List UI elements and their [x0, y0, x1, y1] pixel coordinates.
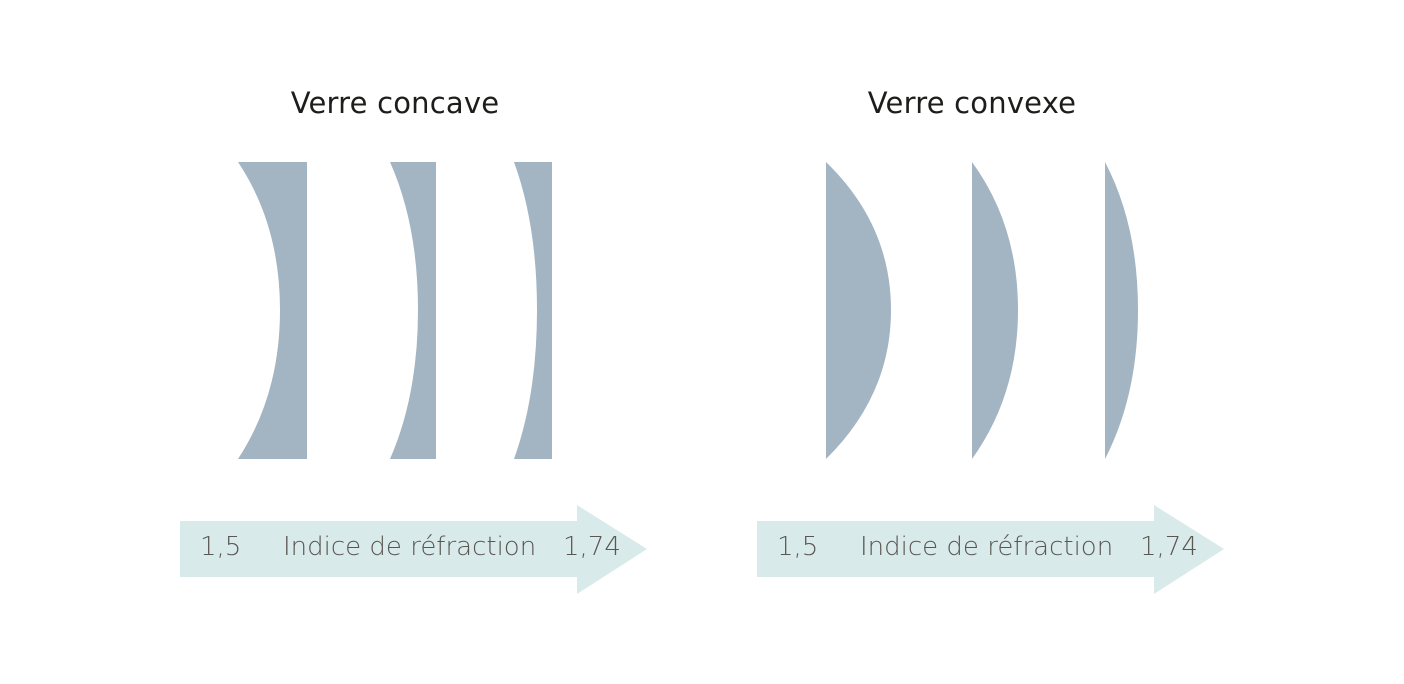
- concave-lens-thick: [238, 162, 307, 459]
- convex-lens-title: Verre convexe: [867, 86, 1077, 120]
- index-axis-label: Indice de réfraction: [860, 532, 1114, 562]
- concave-lens-medium: [390, 162, 436, 459]
- convex-lens-medium: [972, 162, 1018, 459]
- index-start-value: 1,5: [777, 532, 819, 562]
- index-end-value: 1,74: [1140, 532, 1198, 562]
- index-axis-label: Indice de réfraction: [283, 532, 537, 562]
- refraction-index-arrow-right: [757, 505, 1224, 594]
- convex-lens-thin: [1105, 162, 1138, 459]
- concave-lens-thin: [514, 162, 552, 459]
- convex-lens-thick: [826, 162, 891, 459]
- index-end-value: 1,74: [563, 532, 621, 562]
- refraction-index-arrow-left: [180, 505, 647, 594]
- index-start-value: 1,5: [200, 532, 242, 562]
- concave-lens-title: Verre concave: [290, 86, 500, 120]
